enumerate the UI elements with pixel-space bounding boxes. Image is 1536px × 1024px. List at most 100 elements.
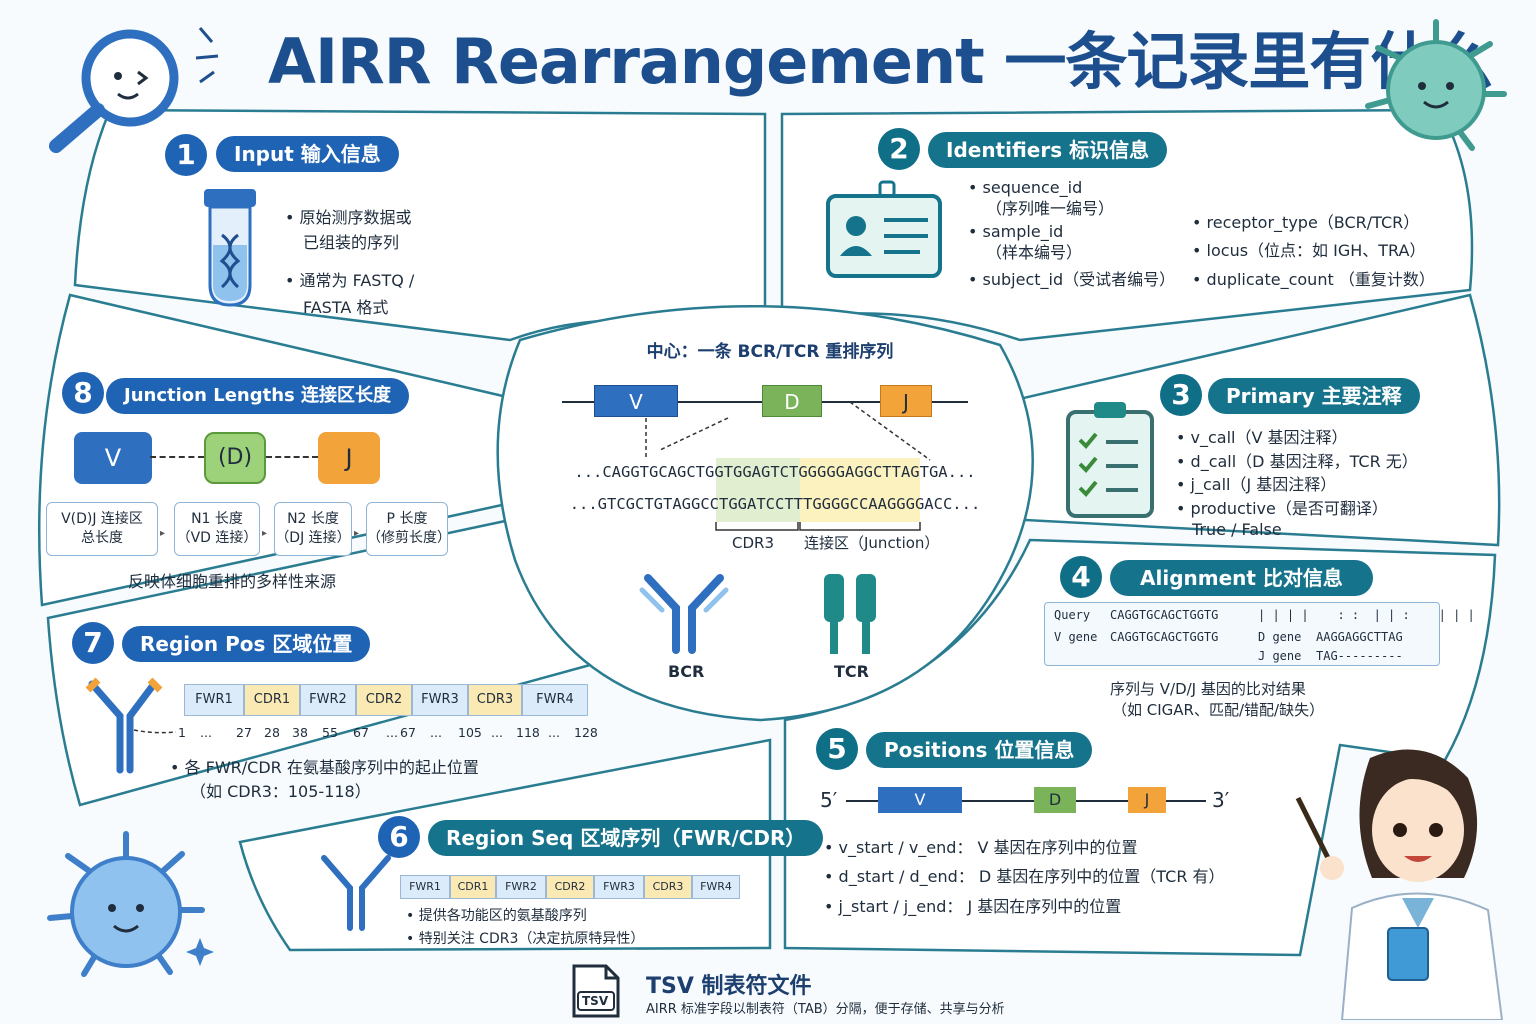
query-seq: CAGGTGCAGCTGGTG [1110,608,1219,622]
s6-antibody-icon [321,855,391,931]
center-dashed-guides [645,401,931,461]
footer-title: TSV 制表符文件 [646,974,812,999]
id-card-icon [826,180,942,278]
s8-arrow-2: ▸ [262,528,268,539]
center-v-gene: V [594,385,678,417]
footer-desc: AIRR 标准字段以制表符（TAB）分隔，便于存储、共享与分析 [646,1002,1005,1017]
s7-region-fwr3: FWR3 [412,684,468,716]
s7-tick-label: 55 [322,725,338,740]
alignment-panel [1044,602,1440,666]
tcr-label: TCR [834,662,869,681]
jgene-label: J gene [1258,649,1302,663]
s5-title: Positions 位置信息 [866,732,1093,768]
s4-number: 4 [1060,556,1102,598]
s7-tick-label: 67 [353,725,369,740]
bcr-antibody-icon [639,574,729,654]
s6-item-1: • 提供各功能区的氨基酸序列 [406,908,587,924]
s8-title: Junction Lengths 连接区长度 [106,378,409,414]
s1-title: Input 输入信息 [216,136,399,172]
s7-region-fwr4: FWR4 [522,684,588,716]
s8-dash-1 [150,456,204,458]
s4-title: Alignment 比对信息 [1110,560,1373,596]
s6-title: Region Seq 区域序列（FWR/CDR） [428,820,824,856]
jgene-seq: TAG--------- [1316,649,1403,663]
page-title: AIRR Rearrangement 一条记录里有什么 [268,25,1493,98]
green-virus-mascot-icon [1365,19,1507,151]
center-j-gene: J [880,385,932,417]
dgene-seq: AAGGAGGCTTAG [1316,630,1403,644]
s1-item-1b: 已组装的序列 [303,233,400,252]
s8-j-piece: J [318,432,380,484]
s7-tick-label: 28 [264,725,280,740]
vgene-seq: CAGGTGCAGCTGGTG [1110,630,1219,644]
s6-region-cdr1: CDR1 [450,875,496,899]
sparkle-lines-icon [195,27,219,84]
s8-box-n2: N2 长度（DJ 连接） [274,502,352,556]
alignment-marks: | | | | : : | | : | | | [1258,608,1475,622]
s2-left-1b: （序列唯一编号） [986,199,1115,218]
clipboard-checklist-icon [1066,402,1154,518]
s2-title: Identifiers 标识信息 [928,132,1168,168]
s8-arrow-1: ▸ [160,528,166,539]
s7-tick-label: 1 [178,725,186,740]
s6-item-2: • 特别关注 CDR3（决定抗原特异性） [406,931,645,947]
s6-region-fwr4: FWR4 [692,875,740,899]
cdr3-label: CDR3 [732,534,774,552]
s3-item-2: • d_call（D 基因注释，TCR 无） [1176,452,1418,471]
s8-number: 8 [62,372,104,414]
s7-tick-label: ... [200,725,212,740]
s8-caption: 反映体细胞重排的多样性来源 [128,572,337,591]
s6-region-cdr2: CDR2 [546,875,594,899]
test-tube-icon [204,189,256,307]
s3-item-4b: True / False [1192,520,1282,539]
seq-top: ...CAGGTGCAGCTGGTGGAGTCTGGGGGAGGCTTAGTGA… [574,463,976,481]
s3-title: Primary 主要注释 [1208,378,1420,414]
s5-line [846,800,1206,802]
s8-v-piece: V [74,432,152,484]
junction-label: 连接区（Junction） [804,534,940,552]
s1-number: 1 [165,134,207,176]
s3-number: 3 [1160,374,1202,416]
magnifier-mascot-icon [49,29,179,153]
s7-tick-label: 105 [458,725,482,740]
s6-region-fwr3: FWR3 [594,875,644,899]
s5-v-gene: V [878,787,962,813]
s2-left-1: • sequence_id [968,178,1083,197]
s4-caption-2: （如 CIGAR、匹配/错配/缺失） [1112,701,1325,719]
dgene-label: D gene [1258,630,1302,644]
center-d-gene: D [762,385,822,417]
s8-dash-2 [266,456,318,458]
s2-left-2b: （样本编号） [986,243,1083,262]
s7-tick-label: 128 [574,725,598,740]
s3-item-1: • v_call（V 基因注释） [1176,428,1348,447]
s1-item-2b: FASTA 格式 [303,298,389,317]
s7-region-fwr1: FWR1 [184,684,244,716]
s7-tick-label: ... [430,725,442,740]
tsv-file-icon [572,964,620,1018]
s7-tick-label: ... [548,725,560,740]
three-prime: 3′ [1212,788,1230,812]
s6-number: 6 [378,816,420,858]
s7-region-cdr2: CDR2 [356,684,412,716]
s7-tick-label: 67 [400,725,416,740]
s6-region-fwr2: FWR2 [496,875,546,899]
s2-right-3: • duplicate_count （重复计数） [1192,270,1435,289]
s7-region-cdr3: CDR3 [468,684,522,716]
junction-highlight [800,458,920,522]
s2-left-3: • subject_id（受试者编号） [968,270,1176,289]
s3-item-3: • j_call（J 基因注释） [1176,475,1337,494]
s7-tick-label: ... [386,725,398,740]
s5-item-3: • j_start / j_end： J 基因在序列中的位置 [824,897,1122,916]
s2-left-2: • sample_id [968,222,1064,241]
s5-d-gene: D [1034,787,1076,813]
s8-box-total: V(D)J 连接区总长度 [46,502,158,556]
five-prime: 5′ [820,788,838,812]
s1-item-1: • 原始测序数据或 [285,208,412,227]
s7-title: Region Pos 区域位置 [122,626,371,662]
center-title: 中心：一条 BCR/TCR 重排序列 [646,342,894,362]
tcr-receptor-icon [824,574,876,654]
s6-region-cdr3: CDR3 [644,875,692,899]
s8-box-n1: N1 长度（VD 连接） [174,502,260,556]
tsv-icon-label: TSV [582,994,609,1008]
